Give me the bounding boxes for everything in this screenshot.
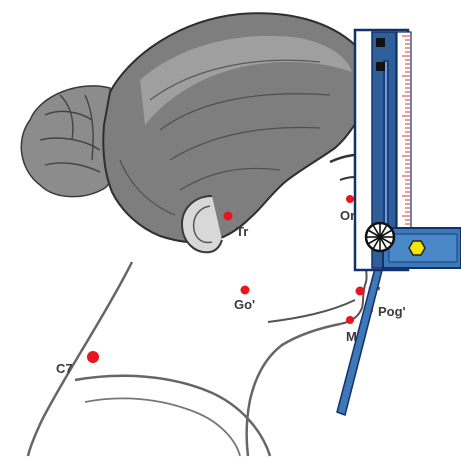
- landmark-dot-or: [346, 195, 354, 203]
- landmark-label-go: Go': [234, 297, 255, 312]
- landmark-label-c7: C7: [56, 361, 73, 376]
- protractor-gauge-icon: [337, 30, 461, 415]
- landmark-dot-tr: [224, 212, 233, 221]
- landmark-label-tr: Tr: [236, 224, 248, 239]
- hair-bun: [21, 86, 116, 197]
- top-block-1: [376, 38, 385, 47]
- shoulder-line: [75, 376, 270, 456]
- landmark-label-pog: Pog': [378, 304, 406, 319]
- neck-back-line: [28, 262, 132, 456]
- landmark-dot-c7: [87, 351, 99, 363]
- top-block-2: [376, 62, 385, 71]
- gear-wheel-icon: [366, 223, 394, 251]
- landmark-dot-me: [346, 316, 354, 324]
- landmark-dot-go: [241, 286, 250, 295]
- jaw-line: [268, 300, 355, 322]
- hexagon-knob-icon: [409, 241, 425, 255]
- landmark-dot-b: [356, 287, 365, 296]
- head-profile-illustration: [21, 13, 393, 456]
- collar-line: [85, 398, 240, 456]
